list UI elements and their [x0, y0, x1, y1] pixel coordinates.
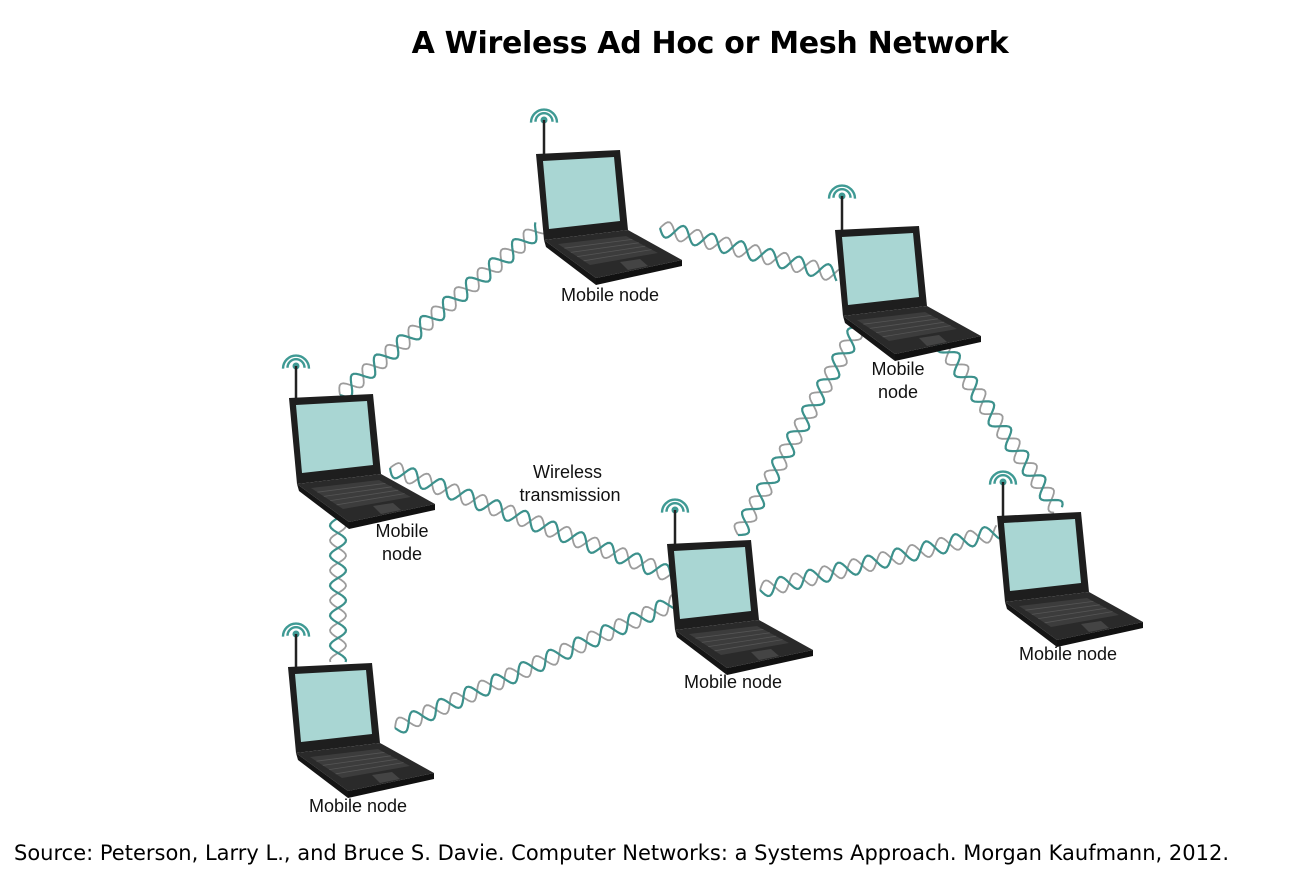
wireless-link	[658, 221, 841, 282]
antenna-icon	[281, 622, 311, 667]
wireless-link	[328, 517, 348, 663]
antenna-icon	[827, 184, 857, 230]
antenna-icon	[281, 354, 311, 398]
node-label-line: Mobile node	[561, 285, 659, 305]
wireless-link	[338, 222, 545, 399]
node-label: Mobile node	[1019, 644, 1117, 664]
node-label-line: Mobile node	[684, 672, 782, 692]
link-wave-gray	[338, 228, 545, 396]
laptop-icon	[281, 622, 434, 798]
wireless-link	[733, 326, 863, 537]
laptop-icon	[827, 184, 981, 361]
link-wave-teal	[388, 467, 678, 586]
node-label-line: node	[878, 382, 918, 402]
wireless-transmission-label: Wireless transmission	[519, 462, 620, 505]
link-wave-teal	[658, 224, 838, 282]
wireless-link	[394, 593, 683, 734]
source-citation: Source: Peterson, Larry L., and Bruce S.…	[14, 841, 1230, 865]
link-wave-teal	[936, 339, 1064, 508]
laptop-screen	[543, 157, 620, 229]
link-wave-gray	[389, 462, 684, 581]
node-label-line: Mobile node	[1019, 644, 1117, 664]
node-label: Mobile node	[684, 672, 782, 692]
laptop-icon	[529, 108, 682, 285]
wireless-transmission-line-2: transmission	[519, 485, 620, 505]
laptop-screen	[1004, 519, 1081, 591]
link-wave-gray	[659, 221, 841, 281]
node-label-line: Mobile	[375, 521, 428, 541]
node-label: Mobile node	[561, 285, 659, 305]
mobile-node-left-middle	[281, 354, 435, 529]
wireless-link	[388, 462, 684, 586]
mobile-nodes	[281, 108, 1143, 798]
link-wave-teal	[737, 326, 857, 537]
diagram-title: A Wireless Ad Hoc or Mesh Network	[411, 26, 1009, 61]
mobile-node-right-top	[827, 184, 981, 361]
node-label: Mobile node	[375, 521, 428, 564]
laptop-screen	[295, 670, 372, 742]
link-wave-teal	[759, 525, 1001, 598]
wireless-transmission-line-1: Wireless	[533, 462, 602, 482]
node-label: Mobile node	[309, 796, 407, 816]
link-wave-teal	[339, 222, 538, 399]
node-label-line: node	[382, 544, 422, 564]
node-label-line: Mobile	[871, 359, 924, 379]
wireless-link	[936, 338, 1064, 514]
laptop-icon	[988, 470, 1143, 647]
mobile-node-top	[529, 108, 682, 285]
laptop-screen	[842, 233, 919, 305]
node-label-line: Mobile node	[309, 796, 407, 816]
antenna-icon	[988, 470, 1018, 516]
link-wave-gray	[759, 524, 998, 594]
wireless-links	[328, 221, 1064, 734]
laptop-icon	[660, 498, 813, 675]
mobile-node-right-bottom	[988, 470, 1143, 647]
mobile-node-left-bottom	[281, 622, 434, 798]
node-label: Mobile node	[871, 359, 924, 402]
laptop-screen	[296, 401, 373, 473]
link-wave-teal	[394, 599, 683, 734]
link-wave-gray	[394, 593, 679, 729]
laptop-screen	[674, 547, 751, 619]
laptop-icon	[281, 354, 435, 529]
link-wave-teal	[328, 517, 348, 663]
antenna-icon	[660, 498, 690, 544]
antenna-icon	[529, 108, 559, 154]
mobile-node-center	[660, 498, 813, 675]
link-wave-gray	[939, 338, 1055, 514]
wireless-link	[759, 524, 1001, 598]
